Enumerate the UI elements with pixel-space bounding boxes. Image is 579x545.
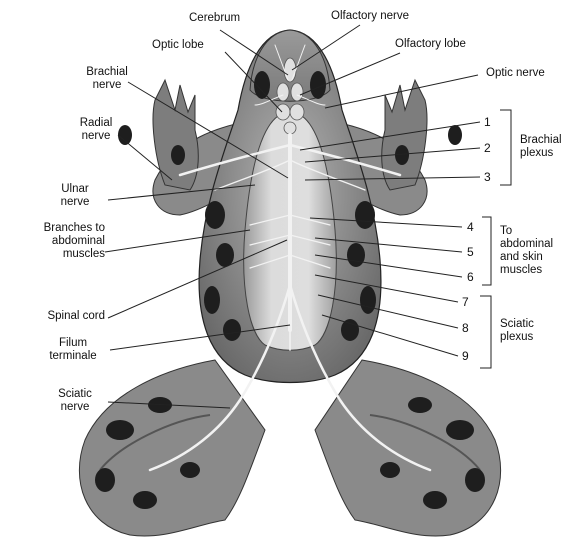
label-cerebrum: Cerebrum: [189, 12, 240, 25]
label-brachial-nerve-line1: Brachial: [72, 66, 142, 79]
label-optic-nerve: Optic nerve: [486, 67, 545, 80]
label-abd-skin-line2: abdominal: [500, 238, 553, 251]
hind-legs: [79, 360, 500, 536]
label-filum-line2: terminale: [40, 350, 106, 363]
label-sciatic-nerve-line1: Sciatic: [44, 388, 106, 401]
label-olfactory-nerve: Olfactory nerve: [331, 10, 409, 23]
nerve-number-9: 9: [462, 349, 469, 363]
label-branches-abdominal: Branches to abdominal muscles: [10, 222, 105, 261]
label-abd-skin-line4: muscles: [500, 264, 553, 277]
label-brachial-plexus: Brachial plexus: [520, 134, 562, 160]
label-ulnar-nerve-line1: Ulnar: [44, 183, 106, 196]
label-abd-skin-line3: and skin: [500, 251, 553, 264]
label-sciatic-plexus-line2: plexus: [500, 331, 534, 344]
label-sciatic-nerve-line2: nerve: [44, 401, 106, 414]
label-brachial-plexus-line2: plexus: [520, 147, 562, 160]
label-optic-lobe: Optic lobe: [152, 39, 204, 52]
nerve-number-6: 6: [467, 270, 474, 284]
nerve-number-2: 2: [484, 141, 491, 155]
label-brachial-nerve-line2: nerve: [72, 79, 142, 92]
nerve-number-5: 5: [467, 245, 474, 259]
label-olfactory-lobe: Olfactory lobe: [395, 38, 466, 51]
label-brachial-plexus-line1: Brachial: [520, 134, 562, 147]
label-branches-line1: Branches to: [10, 222, 105, 235]
label-brachial-nerve: Brachial nerve: [72, 66, 142, 92]
label-filum-terminale: Filum terminale: [40, 337, 106, 363]
label-abdominal-skin-muscles: To abdominal and skin muscles: [500, 225, 553, 277]
label-filum-line1: Filum: [40, 337, 106, 350]
label-abd-skin-line1: To: [500, 225, 553, 238]
label-ulnar-nerve: Ulnar nerve: [44, 183, 106, 209]
label-sciatic-plexus-line1: Sciatic: [500, 318, 534, 331]
label-ulnar-nerve-line2: nerve: [44, 196, 106, 209]
label-branches-line3: muscles: [10, 248, 105, 261]
label-radial-nerve-line2: nerve: [66, 130, 126, 143]
label-sciatic-plexus: Sciatic plexus: [500, 318, 534, 344]
nerve-number-4: 4: [467, 220, 474, 234]
label-branches-line2: abdominal: [10, 235, 105, 248]
label-radial-nerve: Radial nerve: [66, 117, 126, 143]
nerve-number-7: 7: [462, 295, 469, 309]
label-spinal-cord: Spinal cord: [10, 310, 105, 323]
label-radial-nerve-line1: Radial: [66, 117, 126, 130]
nerve-number-8: 8: [462, 321, 469, 335]
nerve-number-3: 3: [484, 170, 491, 184]
label-sciatic-nerve: Sciatic nerve: [44, 388, 106, 414]
nerve-number-1: 1: [484, 115, 491, 129]
